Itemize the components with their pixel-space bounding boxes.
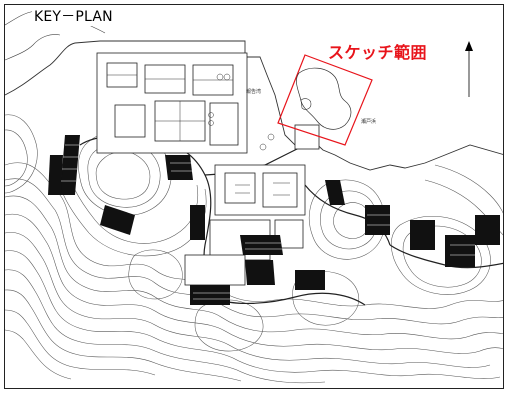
contour-lines xyxy=(5,114,503,384)
key-plan-title: KEY－PLAN xyxy=(32,6,115,26)
sketch-area-islet xyxy=(300,98,312,110)
coastline xyxy=(5,40,503,171)
terraced-slopes xyxy=(48,135,500,305)
place-label-bay: 報告湾 xyxy=(246,88,261,95)
key-plan-map-frame: 報告湾 瀬戸浜 KEY－PLAN スケッチ範囲 xyxy=(4,4,504,389)
north-arrow-icon xyxy=(465,41,473,97)
slope-hatching xyxy=(61,144,475,300)
sketch-area-boundary xyxy=(277,54,373,146)
key-plan-map-canvas: 報告湾 瀬戸浜 xyxy=(5,10,503,384)
shore-west xyxy=(5,34,61,61)
sketch-area-label: スケッチ範囲 xyxy=(328,43,428,62)
site-buildings xyxy=(96,52,320,286)
place-label-beach: 瀬戸浜 xyxy=(361,118,376,125)
building-details xyxy=(107,73,290,196)
